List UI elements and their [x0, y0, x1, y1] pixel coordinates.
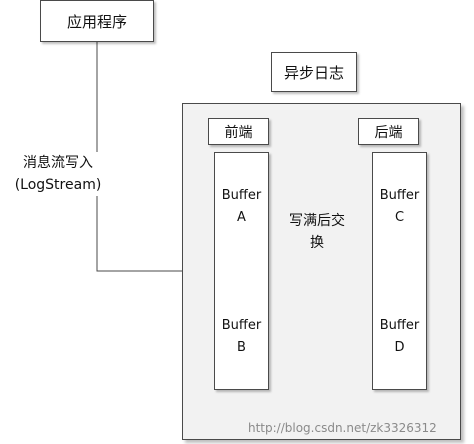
buffer-a-line1: Buffer	[221, 188, 262, 203]
swap-label-line2: 换	[310, 235, 324, 251]
buffer-c-line1: Buffer	[379, 188, 420, 203]
buffer-d: Buffer D	[373, 315, 426, 359]
buffer-a-line2: A	[237, 210, 246, 225]
buffer-d-line2: D	[394, 340, 405, 355]
stream-write-label: 消息流写入 (LogStream)	[2, 152, 114, 196]
buffer-b-line1: Buffer	[221, 318, 262, 333]
application-box: 应用程序	[40, 0, 154, 42]
front-end-header: 前端	[208, 118, 269, 145]
back-end-header-label: 后端	[374, 124, 403, 141]
async-log-box: 异步日志	[271, 52, 357, 92]
back-buffer-column: Buffer C Buffer D	[372, 152, 427, 390]
front-end-header-label: 前端	[224, 124, 253, 141]
buffer-a: Buffer A	[215, 185, 268, 229]
stream-connector-line	[96, 42, 184, 272]
stream-write-label-line2: (LogStream)	[14, 177, 102, 193]
buffer-b: Buffer B	[215, 315, 268, 359]
stream-write-label-line1: 消息流写入	[23, 155, 93, 171]
application-label: 应用程序	[66, 12, 127, 31]
swap-label: 写满后交 换	[281, 210, 353, 254]
back-end-header: 后端	[358, 118, 419, 145]
front-buffer-column: Buffer A Buffer B	[214, 152, 269, 390]
buffer-d-line1: Buffer	[379, 318, 420, 333]
buffer-c: Buffer C	[373, 185, 426, 229]
async-log-label: 异步日志	[283, 63, 344, 82]
buffer-c-line2: C	[394, 210, 405, 225]
buffer-b-line2: B	[237, 340, 246, 355]
watermark: http://blog.csdn.net/zk3326312	[248, 421, 437, 435]
swap-label-line1: 写满后交	[289, 213, 345, 229]
